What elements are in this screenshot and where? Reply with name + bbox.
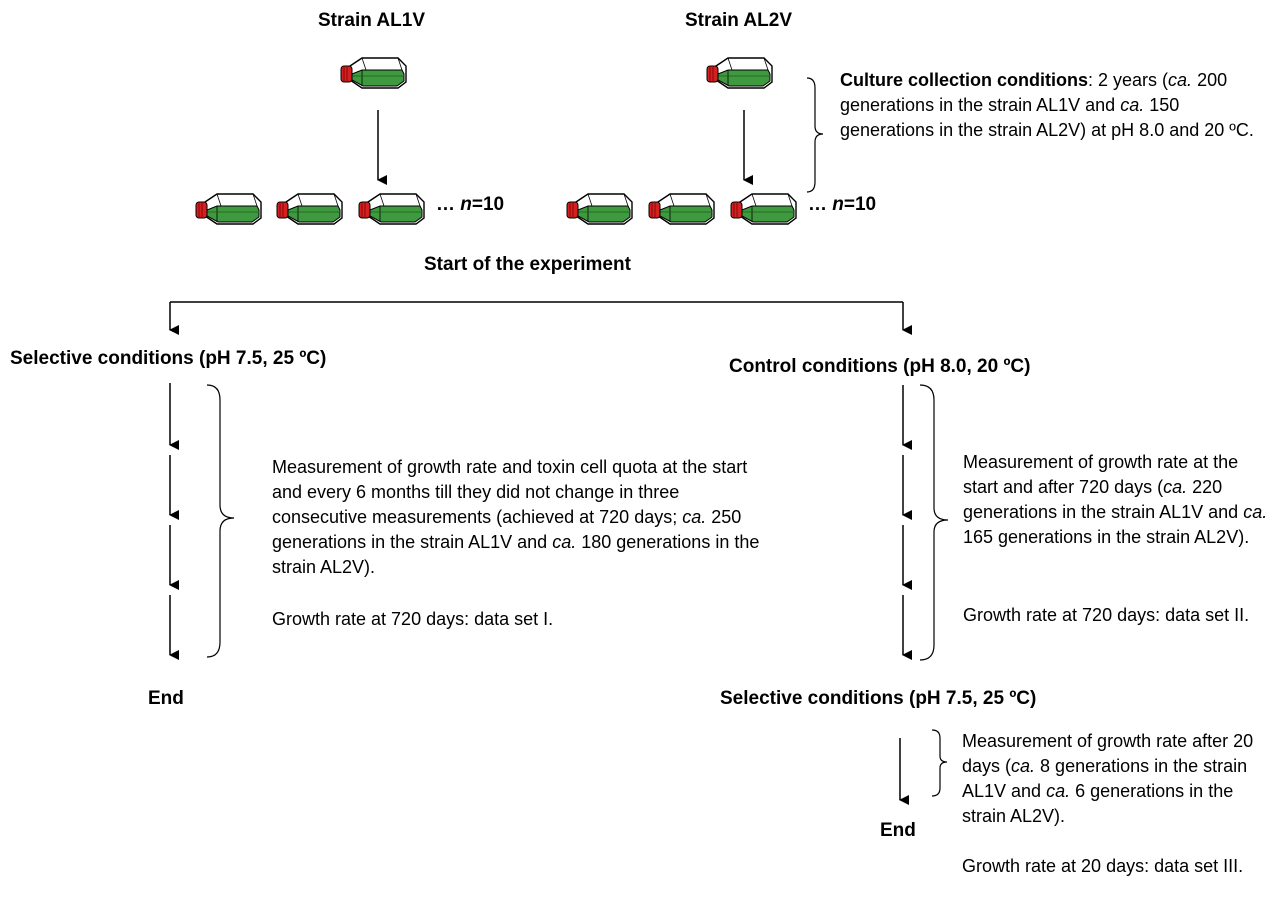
culture-flask-icon (730, 193, 797, 225)
left-branch-dataset: Growth rate at 720 days: data set I. (272, 609, 554, 629)
left-brace (206, 384, 235, 658)
right-branch-second-dataset: Growth rate at 20 days: data set III. (962, 856, 1244, 876)
right-branch-end: End (880, 820, 916, 841)
culture-flask-icon (566, 193, 633, 225)
culture-flask-icon (706, 57, 773, 89)
right-branch-dataset: Growth rate at 720 days: data set II. (963, 605, 1250, 625)
culture-flask-icon (340, 57, 407, 89)
right-branch-second-description: Measurement of growth rate after 20 days… (962, 731, 1254, 826)
right-branch-title: Control conditions (pH 8.0, 20 ºC) (729, 356, 1031, 377)
left-branch-end: End (148, 688, 184, 709)
small-brace (931, 729, 948, 797)
strain2-n-label: … n=10 (808, 194, 877, 215)
culture-flask-icon (358, 193, 425, 225)
right-brace (919, 384, 949, 661)
strain1-title: Strain AL1V (318, 10, 425, 31)
strain2-title: Strain AL2V (685, 10, 792, 31)
left-branch-title: Selective conditions (pH 7.5, 25 ºC) (10, 348, 327, 369)
culture-collection-text: Culture collection conditions: 2 years (… (840, 70, 1254, 140)
culture-flask-icon (276, 193, 343, 225)
culture-flask-icon (195, 193, 262, 225)
left-branch-description: Measurement of growth rate and toxin cel… (272, 457, 760, 577)
start-label: Start of the experiment (424, 254, 631, 275)
right-branch-description: Measurement of growth rate at the start … (963, 452, 1268, 547)
strain1-n-label: … n=10 (436, 194, 505, 215)
right-branch-second-title: Selective conditions (pH 7.5, 25 ºC) (720, 688, 1037, 709)
culture-brace (806, 77, 824, 193)
culture-flask-icon (648, 193, 715, 225)
